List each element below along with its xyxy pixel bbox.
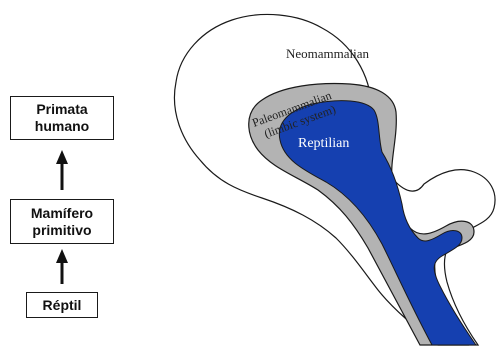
box-primata-humano: Primata humano — [10, 96, 114, 140]
arrow-up-icon-2 — [56, 249, 68, 284]
arrow-up-icon-1 — [56, 150, 68, 190]
hierarchy-arrows — [56, 150, 68, 284]
label-reptilian: Reptilian — [298, 136, 349, 151]
box-reptil: Réptil — [26, 292, 98, 318]
label-neomammalian: Neomammalian — [286, 46, 370, 61]
reptilian-region — [278, 100, 477, 346]
box-mamifero-primitivo: Mamífero primitivo — [10, 199, 114, 244]
